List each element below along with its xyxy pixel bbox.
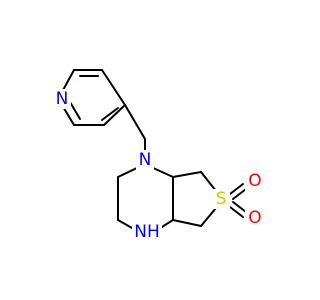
pyridine-nitrogen-label: N	[56, 89, 69, 109]
bond-s-o-top-a	[229, 183, 244, 195]
oxygen-top-mask	[245, 171, 265, 191]
ring-nh-label: NH	[134, 222, 160, 242]
bond-pyridine-c2-c3	[101, 69, 126, 106]
bond-n-ring-junction	[150, 166, 174, 178]
bond-s-lower-ch2	[200, 207, 217, 227]
bond-junction-upper-ch2	[172, 171, 202, 178]
sulfur-label: S	[216, 189, 227, 209]
bond-s-o-bottom-a	[229, 206, 244, 218]
bond-pyridine-c3-c4-inner	[101, 107, 119, 121]
bond-pyridine-c3-c4	[103, 104, 126, 126]
bond-s-o-top-b	[232, 188, 247, 200]
bond-upper-ch2-s	[200, 171, 217, 192]
oxygen-bottom-mask	[245, 208, 265, 228]
sulfur-mask	[212, 189, 230, 209]
ring-n-mask	[136, 150, 154, 170]
ring-tertiary-nitrogen-label: N	[139, 150, 152, 170]
bond-n-ring-c1	[117, 166, 140, 178]
bond-pyridine-n-c1	[61, 69, 75, 93]
structure-canvas: N N NH S O O	[53, 69, 265, 242]
pyridine-n-mask	[53, 89, 71, 109]
bond-pyridine-ch2	[124, 104, 146, 140]
molecule-structure: N N NH S O O	[53, 69, 265, 242]
oxygen-bottom-label: O	[248, 208, 261, 228]
ring-nh-mask	[132, 222, 162, 242]
bond-pyridine-c5-n-inner	[69, 101, 81, 120]
bond-s-o-bottom-b	[232, 201, 247, 213]
bond-lower-ch2-junction	[172, 219, 202, 227]
oxygen-top-label: O	[248, 171, 261, 191]
